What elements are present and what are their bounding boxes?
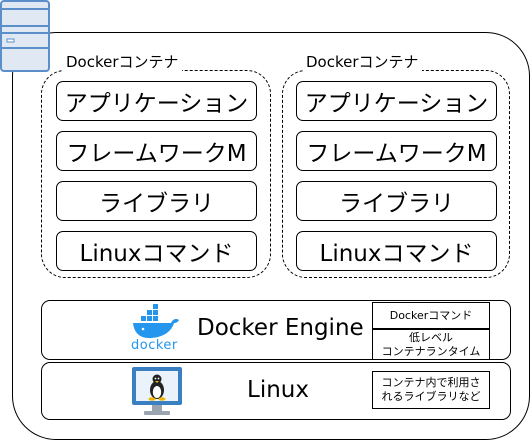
container-libraries-note: コンテナ内で利用さ れるライブラリなど bbox=[372, 371, 490, 409]
docker-logo-text: docker bbox=[131, 338, 178, 353]
container-label: Dockerコンテナ bbox=[63, 51, 182, 72]
docker-engine-title: Docker Engine bbox=[197, 315, 364, 341]
layer-application: アプリケーション bbox=[56, 81, 257, 121]
container-label: Dockerコンテナ bbox=[303, 51, 422, 72]
layer-application: アプリケーション bbox=[296, 81, 497, 121]
layer-framework: フレームワークM bbox=[296, 131, 497, 171]
linux-title: Linux bbox=[247, 377, 309, 403]
low-level-runtime-note: 低レベル コンテナランタイム bbox=[372, 329, 490, 360]
server-icon bbox=[0, 0, 50, 72]
docker-command-note: Dockerコマンド bbox=[372, 302, 490, 329]
layer-library: ライブラリ bbox=[296, 181, 497, 221]
layer-linux-commands: Linuxコマンド bbox=[56, 231, 257, 271]
linux-monitor-icon bbox=[132, 367, 182, 415]
layer-framework: フレームワークM bbox=[56, 131, 257, 171]
layer-library: ライブラリ bbox=[56, 181, 257, 221]
docker-whale-icon bbox=[133, 304, 179, 338]
layer-linux-commands: Linuxコマンド bbox=[296, 231, 497, 271]
